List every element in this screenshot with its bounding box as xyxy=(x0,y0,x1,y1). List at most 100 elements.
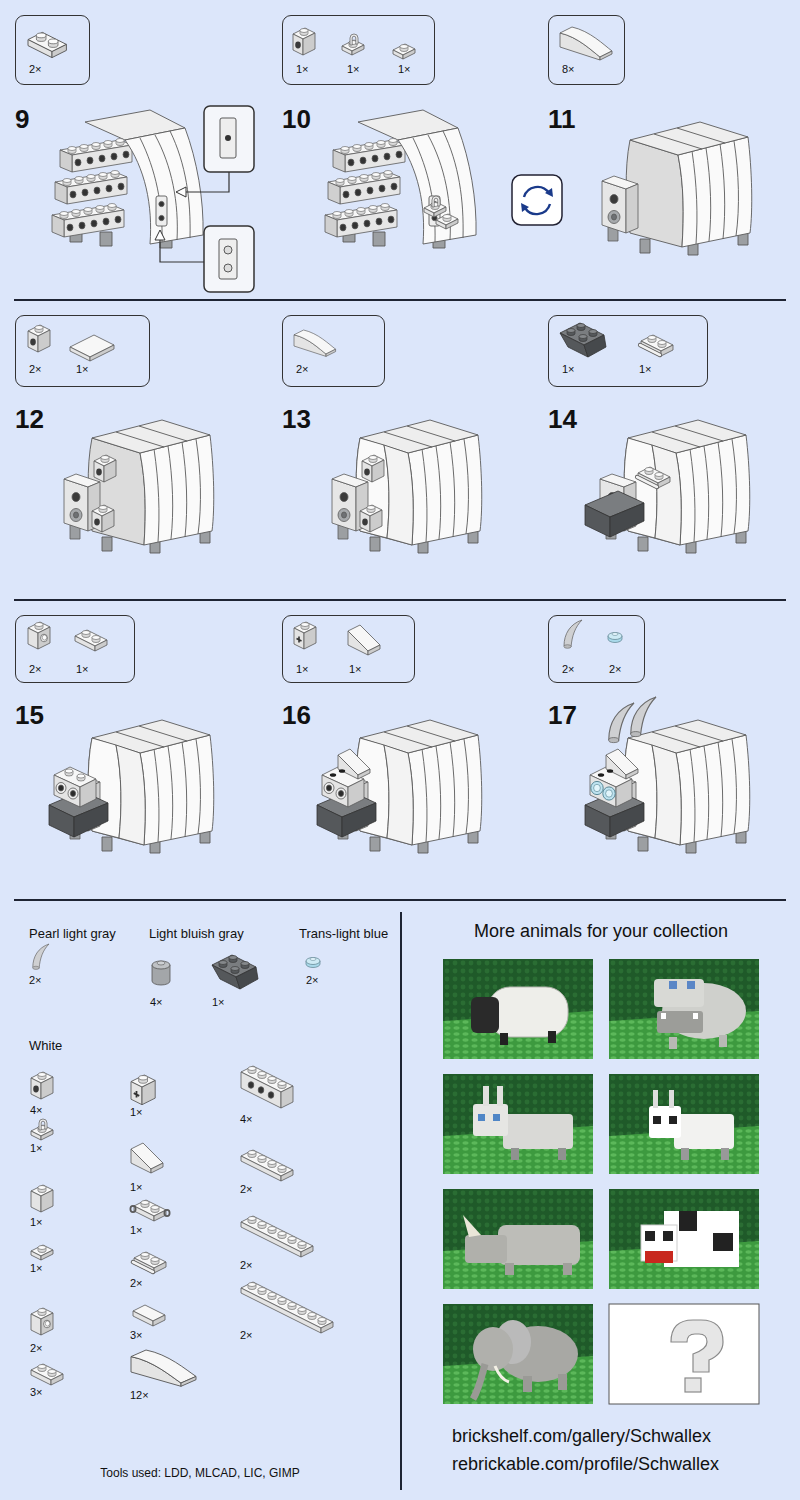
animal-photos xyxy=(645,1251,673,1263)
callout-parts xyxy=(28,27,673,655)
step-17-model xyxy=(624,720,750,853)
part-count: 4× xyxy=(30,1104,43,1117)
animal-photos xyxy=(663,1231,673,1241)
step-15-model xyxy=(54,767,96,807)
animal-photos xyxy=(471,997,499,1033)
step-15-model xyxy=(65,769,85,781)
parts-callout: 2×2× xyxy=(548,615,645,683)
part-count: 2× xyxy=(29,663,42,676)
step-number: 10 xyxy=(282,104,311,135)
step-number: 13 xyxy=(282,404,311,435)
step-9-model xyxy=(220,118,236,158)
animal-photos xyxy=(443,959,593,1059)
animal-photos xyxy=(609,1189,759,1289)
parts-list-icons xyxy=(31,1119,53,1140)
animal-photos xyxy=(609,1074,759,1174)
animal-photos xyxy=(671,1320,723,1372)
step-12-model xyxy=(88,420,214,553)
part-count: 4× xyxy=(150,996,163,1009)
animal-photos xyxy=(443,1304,593,1404)
parts-list-icons xyxy=(31,1245,53,1260)
animal-photos xyxy=(483,1086,489,1106)
parts-callout: 8× xyxy=(548,15,625,85)
step-11-model xyxy=(602,122,752,255)
step-12-model xyxy=(64,474,100,539)
step-13-model xyxy=(360,455,384,532)
step-9-model xyxy=(155,230,165,240)
animal-photos xyxy=(661,1013,666,1019)
step-17-model xyxy=(591,781,615,800)
part-count: 1× xyxy=(347,63,360,76)
step-9-model xyxy=(204,106,254,172)
step-17-model xyxy=(609,703,634,743)
animal-photos xyxy=(443,1304,593,1404)
parts-callout: 2×1× xyxy=(15,315,150,387)
animal-photos xyxy=(493,1114,500,1121)
parts-callout: 2× 1× xyxy=(15,615,135,683)
part-count: 3× xyxy=(130,1329,143,1342)
step-9-model xyxy=(224,246,232,254)
part-count: 2× xyxy=(609,663,622,676)
animal-photos xyxy=(503,1114,573,1149)
step-16-model xyxy=(330,749,370,779)
separator-lines xyxy=(14,599,786,601)
animal-photos xyxy=(654,979,704,1007)
part-count: 1× xyxy=(349,663,362,676)
part-count: 2× xyxy=(296,363,309,376)
tools-note: Tools used: LDD, MLCAD, LIC, GIMP xyxy=(100,1466,299,1480)
parts-callout: 1×1× xyxy=(548,315,708,387)
separator-lines xyxy=(14,899,786,901)
separator-lines xyxy=(400,912,402,1490)
animal-photos xyxy=(657,1011,703,1033)
animal-photos xyxy=(443,1074,593,1174)
animal-photos xyxy=(478,1114,485,1121)
part-count: 1× xyxy=(562,363,575,376)
part-count: 2× xyxy=(30,1342,43,1355)
parts-callout: 2× xyxy=(15,15,90,85)
step-14-model xyxy=(637,467,670,488)
animal-photos xyxy=(609,959,759,1059)
part-count: 2× xyxy=(29,63,42,76)
animal-photos xyxy=(495,1366,509,1382)
step-15-model xyxy=(49,720,214,853)
rotate-icon xyxy=(545,188,553,197)
separator-lines xyxy=(14,299,786,301)
step-10-model xyxy=(325,110,476,248)
animal-photos xyxy=(473,1104,508,1136)
part-count: 4× xyxy=(240,1113,253,1126)
step-11-model xyxy=(602,176,638,241)
callout-parts xyxy=(564,620,582,648)
part-count: 2× xyxy=(240,1329,253,1342)
parts-list-icons xyxy=(133,1252,166,1273)
animal-photos xyxy=(713,1233,733,1251)
callout-parts xyxy=(393,44,415,59)
step-number: 9 xyxy=(15,104,29,135)
step-number: 14 xyxy=(548,404,577,435)
parts-list-icons xyxy=(131,1143,163,1173)
part-count: 1× xyxy=(130,1224,143,1237)
parts-list-icons xyxy=(31,1364,63,1385)
step-13-model xyxy=(332,420,482,553)
step-12-model xyxy=(92,455,116,532)
animal-photos xyxy=(649,1106,681,1138)
step-number: 15 xyxy=(15,700,44,731)
parts-list-icons xyxy=(241,1150,293,1181)
animal-photos xyxy=(653,1090,658,1108)
part-count: 2× xyxy=(29,363,42,376)
callout-parts xyxy=(348,625,380,655)
part-count: 1× xyxy=(76,663,89,676)
animal-photos xyxy=(609,959,759,1059)
callout-parts xyxy=(342,34,364,55)
color-heading: Light bluish gray xyxy=(149,926,244,942)
step-9-model xyxy=(204,226,254,292)
parts-callout: 2× xyxy=(282,315,385,387)
callout-parts xyxy=(28,32,66,57)
animal-photos xyxy=(443,1189,593,1289)
part-count: 2× xyxy=(240,1259,253,1272)
step-12-model xyxy=(64,420,214,553)
section-heading: More animals for your collection xyxy=(474,920,728,942)
animal-photos xyxy=(609,1304,759,1404)
step-11-model xyxy=(626,122,752,255)
parts-callout: 1×1× xyxy=(282,615,415,683)
